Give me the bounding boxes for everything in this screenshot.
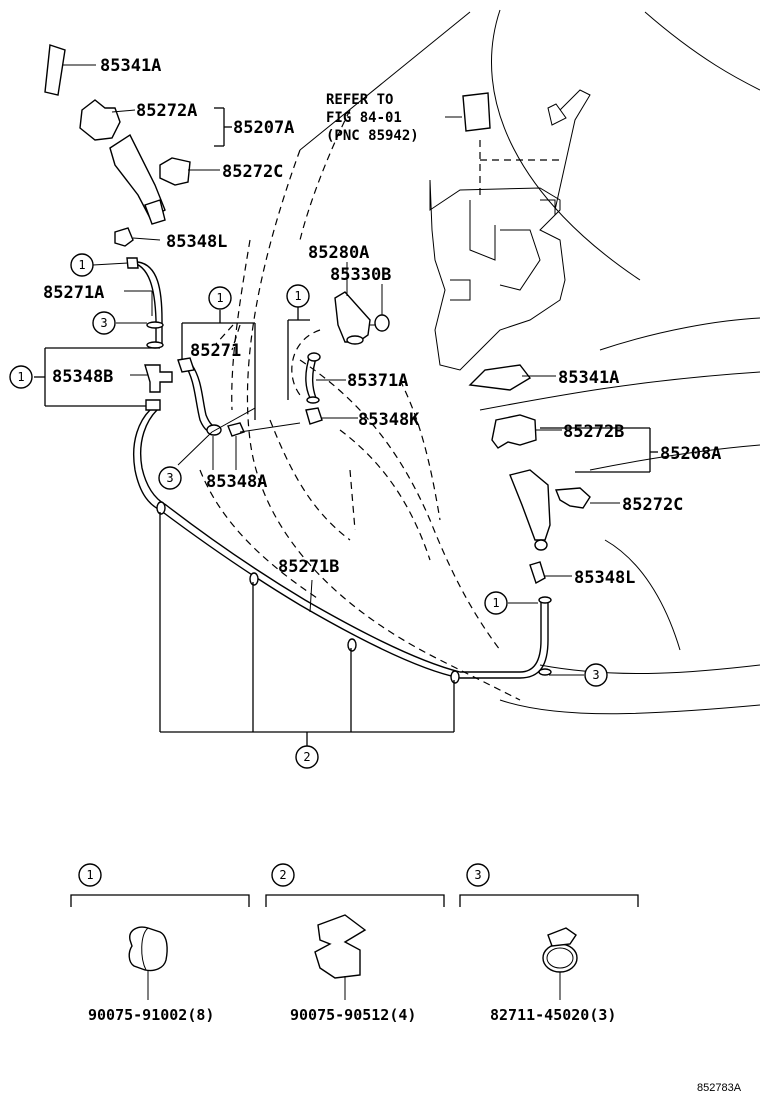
- part-number-labels: 85341A 85272A 85207A 85272C 85348L 85271…: [43, 56, 721, 588]
- connector-85348b-shape: [144, 364, 173, 393]
- clamp-legend: 1 90075-91002(8) 2 90075-90512(4) 3 8271…: [70, 863, 639, 1024]
- bracket-85272b-shape: [491, 414, 537, 449]
- label-85272a: 85272A: [136, 101, 197, 121]
- legend-number-2: 2: [279, 868, 286, 882]
- clamp-2-shape: [314, 914, 367, 979]
- callout-1-e: 1: [492, 596, 499, 610]
- callout-1-c: 1: [216, 291, 223, 305]
- nozzle-body-right-shape: [509, 469, 551, 541]
- fitting-85348l-right-shape: [529, 561, 546, 585]
- label-85272b: 85272B: [563, 422, 624, 442]
- cover-85341a-right-shape: [468, 364, 532, 391]
- label-85207a: 85207A: [233, 118, 294, 138]
- label-85348l-right: 85348L: [574, 568, 635, 588]
- label-85348l-top: 85348L: [166, 232, 227, 252]
- vehicle-outline: [199, 9, 760, 715]
- label-85371a: 85371A: [347, 371, 408, 391]
- callout-3-a: 3: [100, 316, 107, 330]
- clip-85272c-left-shape: [159, 157, 191, 186]
- fitting-85348a-shape: [227, 422, 245, 437]
- reference-note: REFER TO FIG 84-01 (PNC 85942): [326, 92, 491, 144]
- label-85348a: 85348A: [206, 472, 267, 492]
- center-hose-85271: [177, 310, 301, 470]
- legend-part-2: 90075-90512(4): [290, 1006, 416, 1024]
- washer-tank: [429, 89, 591, 371]
- label-85271: 85271: [190, 341, 241, 361]
- grommet-85330b-shape: [374, 314, 390, 332]
- callouts: 1 3 1 1 1 3 2 1 3: [9, 253, 608, 769]
- callout-2-a: 2: [303, 750, 310, 764]
- legend-part-1: 90075-91002(8): [88, 1006, 214, 1024]
- right-washer-nozzle: [468, 364, 658, 676]
- main-hose-85271b: [133, 409, 552, 746]
- label-85272c-top: 85272C: [222, 162, 283, 182]
- left-hose-group: [34, 257, 173, 411]
- callout-1-b: 1: [17, 370, 24, 384]
- figure-code: 852783A: [697, 1082, 742, 1094]
- label-85280a: 85280A: [308, 243, 369, 263]
- clamp-1-shape: [128, 926, 168, 972]
- label-85341a-top: 85341A: [100, 56, 161, 76]
- reservoir-cap-shape: [462, 92, 491, 132]
- fitting-85348l-left-shape: [114, 227, 134, 247]
- cover-85341a-left-shape: [44, 44, 66, 96]
- left-washer-nozzle: [44, 44, 232, 247]
- label-85341a-right: 85341A: [558, 368, 619, 388]
- label-85272c-right: 85272C: [622, 495, 683, 515]
- washer-pump: [287, 262, 390, 425]
- label-85271a: 85271A: [43, 283, 104, 303]
- label-85348k: 85348K: [358, 410, 420, 430]
- label-85208a: 85208A: [660, 444, 721, 464]
- legend-number-1: 1: [86, 868, 93, 882]
- legend-number-3: 3: [474, 868, 481, 882]
- reference-line-1: REFER TO: [326, 92, 393, 108]
- clip-85272c-right-shape: [554, 487, 591, 509]
- reference-line-3: (PNC 85942): [326, 128, 419, 144]
- callout-1-a: 1: [78, 258, 85, 272]
- callout-1-d: 1: [294, 289, 301, 303]
- fitting-85348k-shape: [305, 407, 323, 425]
- reference-line-2: FIG 84-01: [326, 110, 402, 126]
- bracket-85272a-shape: [79, 99, 121, 141]
- legend-part-3: 82711-45020(3): [490, 1006, 616, 1024]
- label-85271b: 85271B: [278, 557, 339, 577]
- pump-85280a-shape: [334, 291, 371, 343]
- label-85330b: 85330B: [330, 265, 391, 285]
- callout-3-b: 3: [166, 471, 173, 485]
- label-85348b: 85348B: [52, 367, 113, 387]
- callout-3-c: 3: [592, 668, 599, 682]
